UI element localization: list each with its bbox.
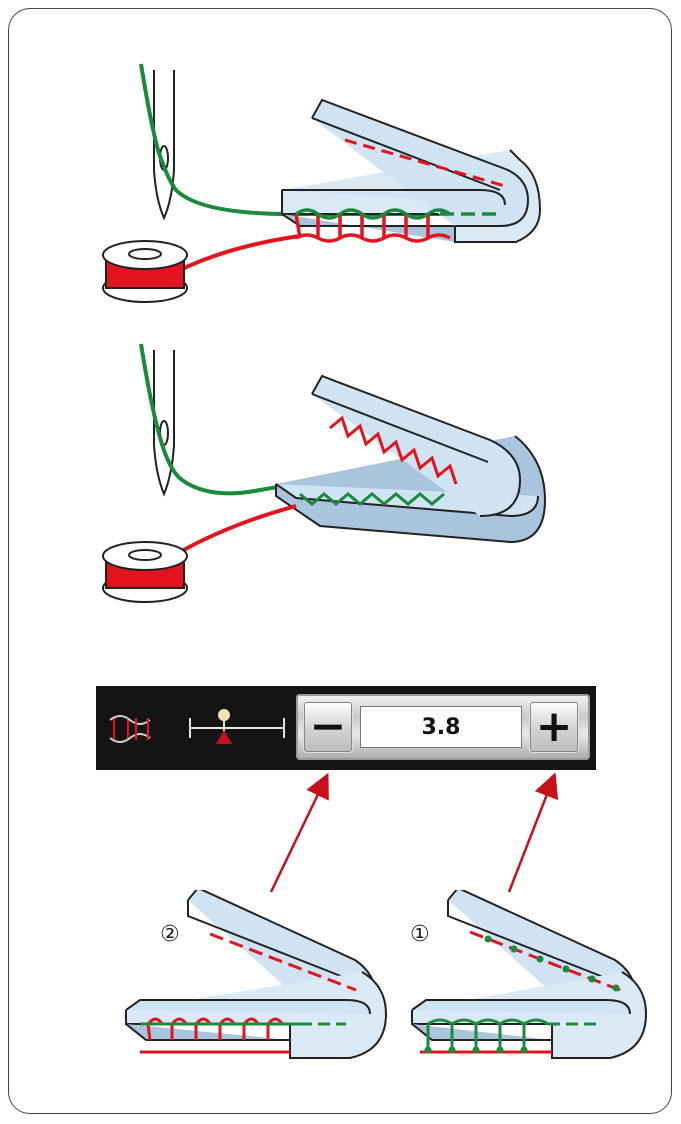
- arrows: [269, 772, 559, 893]
- figure-adjust-decrease: [125, 890, 648, 1059]
- stitch-loops: [140, 1017, 346, 1054]
- overlock-stitch-icon: [109, 715, 151, 743]
- tension-control-panel: − 3.8 +: [96, 686, 596, 770]
- bobbin-icon: [102, 240, 188, 303]
- stitch-loops: [294, 208, 452, 243]
- needle-thread: [139, 63, 440, 216]
- fabric-bottom: [411, 971, 648, 1059]
- needle-thread: [139, 343, 297, 496]
- arrow-to-increase: [507, 772, 559, 893]
- zigzag-stitch-bottom: [299, 492, 445, 506]
- page-border: [8, 8, 672, 1114]
- thread-tension-balance-icon: [189, 709, 285, 744]
- bobbin-icon: [102, 541, 188, 603]
- figure-unbalanced-tension: [102, 343, 547, 603]
- bobbin-thread: [179, 234, 301, 272]
- tension-stepper: − 3.8 +: [296, 694, 590, 760]
- tension-value-display: 3.8: [360, 706, 522, 748]
- bobbin-stitch-top: [209, 932, 357, 992]
- needle-thread-dots: [484, 935, 620, 992]
- bobbin-stitch-top: [344, 138, 506, 188]
- marker-1: ①: [410, 922, 430, 947]
- bobbin-thread: [179, 504, 297, 554]
- arrow-to-decrease: [269, 772, 329, 893]
- figure-balanced-tension: [102, 63, 542, 303]
- zigzag-stitch-top: [329, 415, 458, 485]
- increase-button[interactable]: +: [530, 702, 578, 752]
- marker-2: ②: [160, 922, 180, 947]
- stitch-loops: [420, 1018, 600, 1054]
- decrease-button[interactable]: −: [304, 702, 352, 752]
- fabric-bottom: [125, 971, 388, 1059]
- bobbin-thread-dots: [424, 1046, 528, 1054]
- fabric-top: [311, 374, 522, 517]
